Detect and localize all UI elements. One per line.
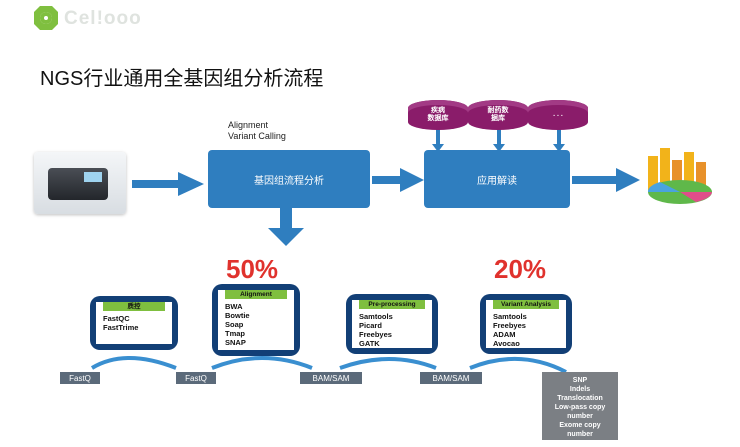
- tool-box-header: Variant Analysis: [493, 300, 559, 309]
- tool-item: FastTrime: [103, 323, 139, 332]
- tool-item: FastQC: [103, 314, 130, 323]
- percentage-variant: 20%: [494, 254, 547, 284]
- flow-label-bamsam-1: BAM/SAM: [300, 372, 362, 384]
- tool-box-qc: 质控 FastQC FastTrime: [90, 296, 178, 350]
- tool-item: Freebyes: [359, 330, 392, 339]
- percentage-alignment: 50%: [226, 254, 279, 284]
- tool-box-preprocessing: Pre-processing Samtools Picard Freebyes …: [346, 294, 438, 354]
- tool-box-header: Pre-processing: [359, 300, 425, 309]
- database-disease: 疾病数据库: [408, 100, 468, 130]
- flow-label-bamsam-2: BAM/SAM: [420, 372, 482, 384]
- tool-item: Avocao: [493, 339, 520, 348]
- tool-item: Samtools: [359, 312, 393, 321]
- database-more: . . .: [528, 100, 588, 130]
- tool-item: Bowtie: [225, 311, 250, 320]
- tool-item: BWA: [225, 302, 243, 311]
- output-item: number: [567, 413, 593, 420]
- sequencer-screen: [84, 172, 102, 182]
- output-item: SNP: [572, 377, 588, 384]
- tool-box-header: 质控: [103, 302, 165, 311]
- variant-output-box: SNP Indels Translocation Low-pass copy n…: [542, 372, 618, 440]
- output-item: number: [567, 431, 593, 438]
- tool-item: Freebyes: [493, 321, 526, 330]
- tool-item: SNAP: [225, 338, 246, 347]
- logo-icon: [34, 6, 58, 30]
- logo-text: Cel!ooo: [64, 8, 142, 29]
- flow-label-fastq-2: FastQ: [176, 372, 216, 384]
- output-item: Indels: [569, 386, 591, 393]
- output-item: Low-pass copy: [554, 404, 606, 411]
- tool-box-alignment: Alignment BWA Bowtie Soap Tmap SNAP: [212, 284, 300, 356]
- annotation-alignment: Alignment: [228, 120, 269, 130]
- output-item: Translocation: [557, 395, 603, 402]
- tool-box-header: Alignment: [225, 290, 287, 299]
- tool-item: ADAM: [493, 330, 516, 339]
- tool-item: GATK: [359, 339, 380, 348]
- tool-item: Tmap: [225, 329, 246, 338]
- genome-analysis-box: 基因组流程分析: [208, 150, 370, 208]
- tool-item: Picard: [359, 321, 382, 330]
- page-title: NGS行业通用全基因组分析流程: [40, 68, 324, 90]
- tool-item: Samtools: [493, 312, 527, 321]
- output-item: Exome copy: [559, 422, 601, 429]
- chart-icon: [647, 148, 712, 204]
- tool-item: Soap: [225, 320, 244, 329]
- flow-label-fastq-1: FastQ: [60, 372, 100, 384]
- database-drug-resistance: 耐药数据库: [468, 100, 528, 130]
- annotation-variant-calling: Variant Calling: [228, 131, 286, 141]
- application-box: 应用解读: [424, 150, 570, 208]
- tool-box-variant-analysis: Variant Analysis Samtools Freebyes ADAM …: [480, 294, 572, 354]
